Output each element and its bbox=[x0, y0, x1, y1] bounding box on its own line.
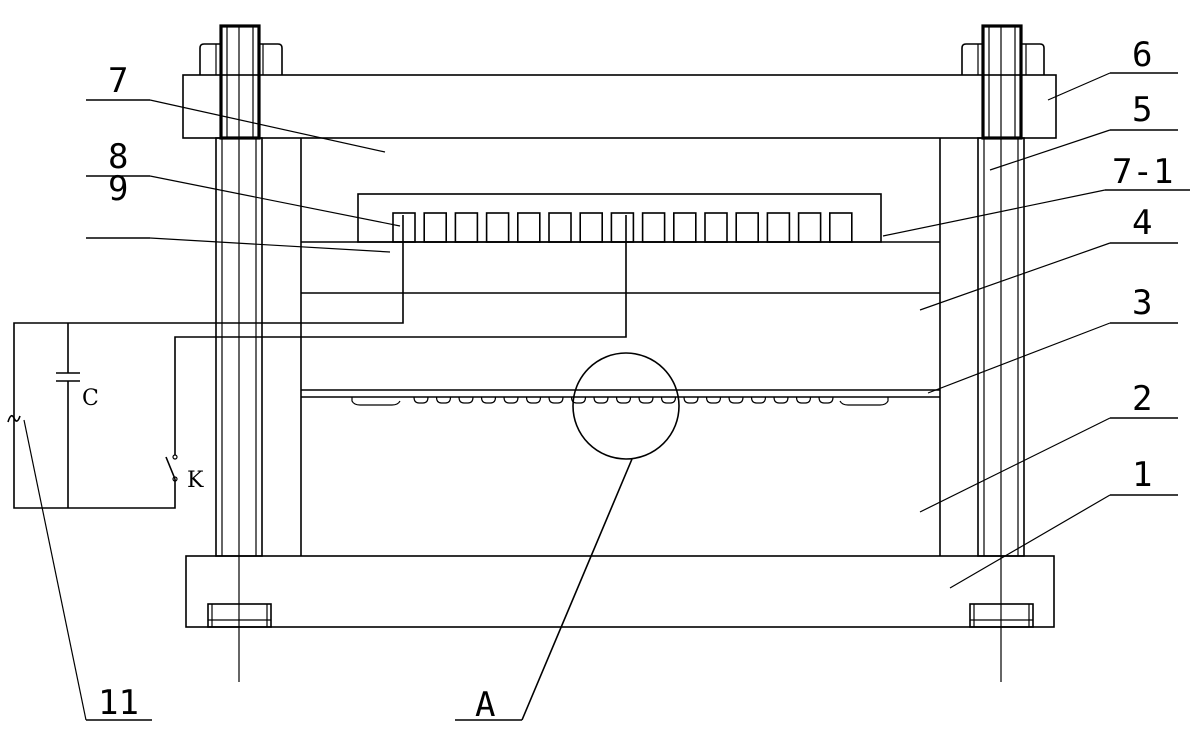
label-8: 8 bbox=[108, 137, 128, 177]
electrode-tooth bbox=[797, 212, 822, 243]
surface-bump bbox=[548, 396, 564, 404]
textured-surface bbox=[351, 396, 889, 406]
label-2: 2 bbox=[1132, 379, 1152, 419]
surface-bump bbox=[413, 396, 429, 404]
surface-bump bbox=[818, 396, 834, 404]
electrode-tooth bbox=[548, 212, 572, 243]
electrode-tooth bbox=[735, 212, 760, 243]
surface-bump bbox=[773, 396, 789, 404]
surface-bump bbox=[435, 396, 452, 404]
surface-bump bbox=[683, 396, 699, 404]
guide-column-right bbox=[977, 26, 1025, 682]
electrode-tooth bbox=[579, 212, 604, 243]
label-9: 9 bbox=[108, 169, 128, 209]
electrode-tooth bbox=[766, 212, 791, 243]
top-bolt-left bbox=[199, 24, 283, 140]
label-a: A bbox=[475, 685, 495, 725]
electrode-tooth bbox=[423, 212, 448, 243]
surface-bump bbox=[615, 396, 632, 404]
top-plate bbox=[182, 74, 1057, 139]
surface-bump bbox=[728, 396, 744, 404]
electrode-tooth bbox=[828, 212, 853, 243]
label-11: 11 bbox=[98, 683, 139, 723]
surface-bump bbox=[503, 396, 519, 404]
bottom-bolt-head-left bbox=[207, 603, 272, 628]
surface-bump bbox=[570, 396, 587, 404]
surface-bump bbox=[525, 396, 542, 404]
bottom-bolt-head-right bbox=[969, 603, 1034, 628]
surface-bump bbox=[593, 396, 609, 404]
surface-bump bbox=[660, 396, 677, 404]
electrode-tooth bbox=[454, 212, 479, 243]
callouts-right: 6 5 7-1 4 3 2 1 bbox=[882, 35, 1190, 589]
label-5: 5 bbox=[1132, 90, 1152, 130]
electrical-circuit: 11 C K bbox=[7, 215, 627, 723]
electrode-tooth bbox=[485, 212, 510, 243]
label-1: 1 bbox=[1132, 455, 1152, 495]
label-k: K bbox=[187, 468, 204, 493]
surface-bump bbox=[480, 396, 497, 404]
surface-bump bbox=[795, 396, 812, 404]
guide-column-left bbox=[215, 26, 263, 682]
callouts-left: 7 8 9 bbox=[86, 61, 401, 253]
electrode-tooth bbox=[672, 212, 697, 243]
electrode-tooth bbox=[516, 212, 541, 243]
detail-circle-a: A bbox=[455, 352, 680, 725]
electrode-comb bbox=[357, 193, 882, 243]
label-3: 3 bbox=[1132, 283, 1152, 323]
label-7-1: 7-1 bbox=[1112, 152, 1173, 192]
electrode-tooth bbox=[610, 212, 635, 243]
surface-bump bbox=[750, 396, 767, 404]
electrode-tooth bbox=[392, 212, 416, 243]
electrode-tooth bbox=[704, 212, 728, 243]
surface-bump bbox=[638, 396, 654, 404]
surface-bump bbox=[705, 396, 722, 404]
press-body bbox=[300, 138, 941, 556]
label-7: 7 bbox=[108, 61, 128, 101]
surface-bump bbox=[458, 396, 474, 404]
label-4: 4 bbox=[1132, 203, 1152, 243]
base-plate bbox=[185, 555, 1055, 628]
label-6: 6 bbox=[1132, 35, 1152, 75]
top-bolt-right bbox=[961, 24, 1045, 140]
electrode-tooth bbox=[641, 212, 666, 243]
label-c: C bbox=[82, 386, 99, 411]
